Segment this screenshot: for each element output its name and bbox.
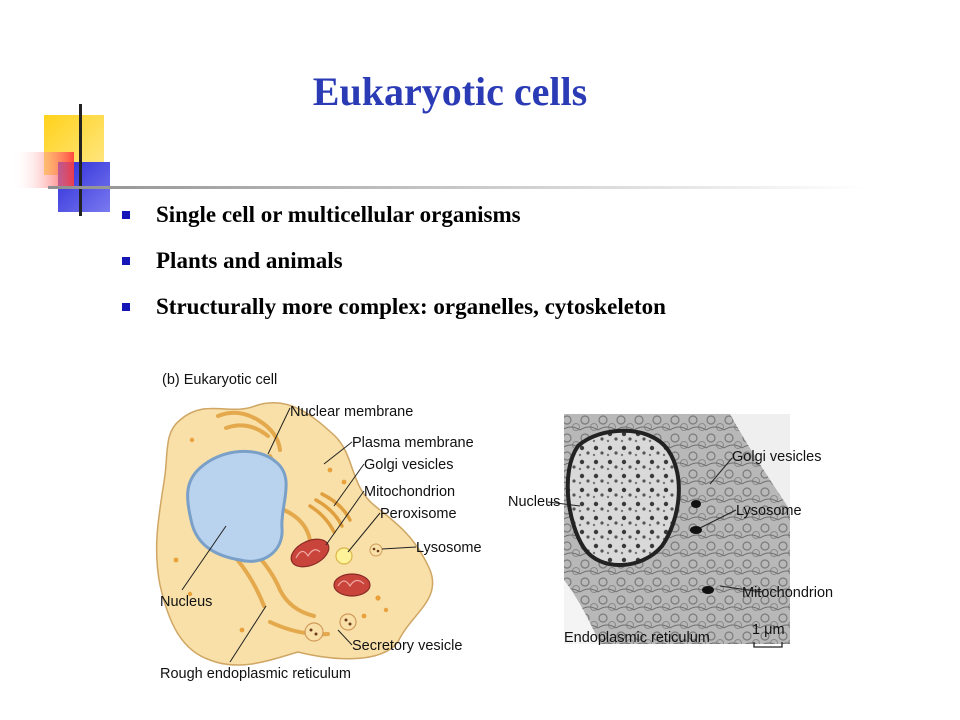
eukaryotic-cell-diagram: (b) Eukaryotic cell bbox=[155, 372, 833, 682]
label-nucleus: Nucleus bbox=[160, 594, 212, 610]
label-nuclear-membrane: Nuclear membrane bbox=[290, 404, 413, 420]
red-bar bbox=[12, 152, 74, 188]
small-vesicles bbox=[173, 437, 389, 633]
micrograph-label-lysosome: Lysosome bbox=[736, 503, 802, 519]
label-rough-er: Rough endoplasmic reticulum bbox=[160, 666, 351, 682]
micrograph-background bbox=[730, 414, 790, 510]
secretory-vesicles bbox=[304, 613, 357, 642]
micrograph-label-golgi: Golgi vesicles bbox=[732, 449, 821, 465]
scale-bar-label: 1 μm bbox=[752, 622, 785, 638]
bullet-item: Structurally more complex: organelles, c… bbox=[122, 288, 666, 334]
micrograph-label-mitochondrion: Mitochondrion bbox=[742, 585, 833, 601]
bullet-list: Single cell or multicellular organisms P… bbox=[122, 196, 666, 334]
label-golgi-vesicles: Golgi vesicles bbox=[364, 457, 453, 473]
vertical-line bbox=[79, 104, 82, 216]
horizontal-line bbox=[48, 186, 868, 189]
bullet-square-icon bbox=[122, 303, 130, 311]
label-lysosome: Lysosome bbox=[416, 540, 482, 556]
micrograph-lysosomes bbox=[690, 500, 714, 594]
left-leader-lines bbox=[181, 407, 417, 663]
slide-title: Eukaryotic cells bbox=[312, 69, 588, 114]
label-secretory-vesicle: Secretory vesicle bbox=[352, 638, 462, 654]
lysosome-shape bbox=[369, 543, 383, 557]
nucleus-shape bbox=[186, 449, 288, 563]
label-plasma-membrane: Plasma membrane bbox=[352, 435, 474, 451]
micrograph-label-er: Endoplasmic reticulum bbox=[564, 630, 710, 646]
bullet-item: Single cell or multicellular organisms bbox=[122, 196, 666, 242]
bullet-square-icon bbox=[122, 257, 130, 265]
right-leader-lines bbox=[547, 457, 763, 593]
bullet-square-icon bbox=[122, 211, 130, 219]
label-peroxisome: Peroxisome bbox=[380, 506, 457, 522]
bullet-item: Plants and animals bbox=[122, 242, 666, 288]
scale-bar bbox=[753, 642, 783, 648]
micrograph-nucleus bbox=[565, 428, 681, 567]
micrograph-label-nucleus: Nucleus bbox=[508, 494, 560, 510]
golgi-apparatus bbox=[308, 492, 352, 534]
mitochondria bbox=[290, 538, 371, 597]
corner-decoration bbox=[12, 104, 868, 216]
left-diagram-heading: (b) Eukaryotic cell bbox=[162, 372, 277, 388]
label-mitochondrion: Mitochondrion bbox=[364, 484, 455, 500]
